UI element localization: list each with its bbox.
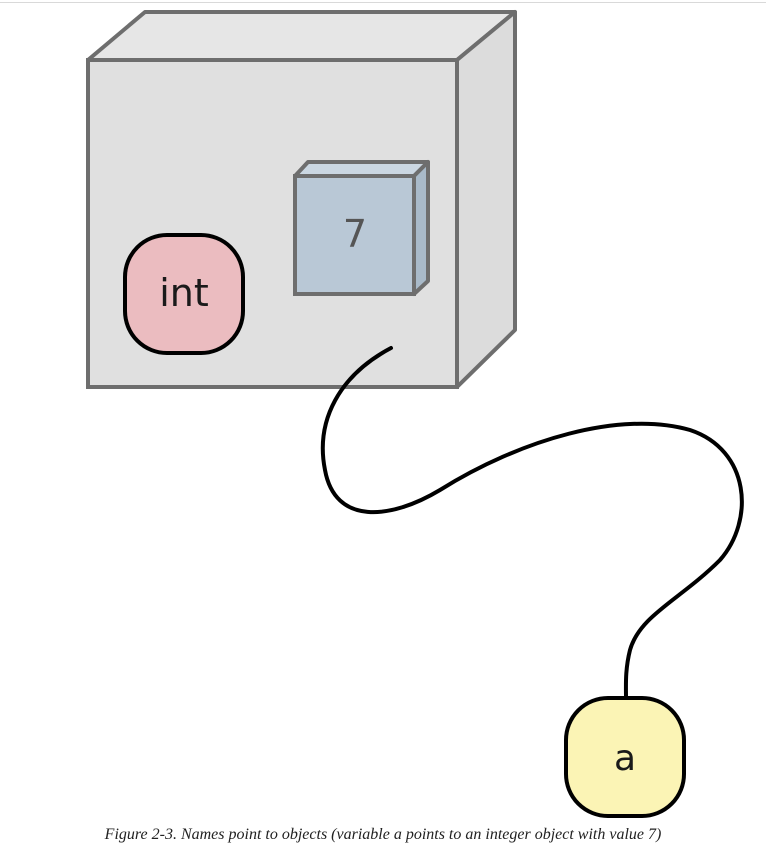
caption-value: 7: [648, 826, 656, 843]
value-cube-side: [412, 160, 430, 296]
object-box-side: [455, 10, 517, 389]
object-box-top: [86, 10, 517, 62]
reference-wire: [320, 346, 744, 700]
top-divider: [0, 2, 766, 3]
caption-suffix: ): [656, 826, 662, 843]
caption-variable: a: [393, 826, 402, 843]
type-badge: int: [123, 233, 245, 355]
names-point-to-objects-diagram: int 7 a: [86, 10, 744, 818]
value-cube-front: [293, 174, 416, 296]
type-label: int: [159, 271, 209, 315]
object-value: 7: [343, 212, 367, 256]
name-label: a: [614, 738, 636, 779]
figure-caption: Figure 2-3. Names point to objects (vari…: [0, 826, 766, 844]
value-cube-top: [293, 160, 430, 178]
value-cube: 7: [293, 160, 430, 296]
caption-prefix: Figure 2-3. Names point to objects (vari…: [104, 826, 394, 843]
name-tag: a: [564, 696, 686, 818]
caption-middle: points to an integer object with value: [401, 826, 648, 843]
